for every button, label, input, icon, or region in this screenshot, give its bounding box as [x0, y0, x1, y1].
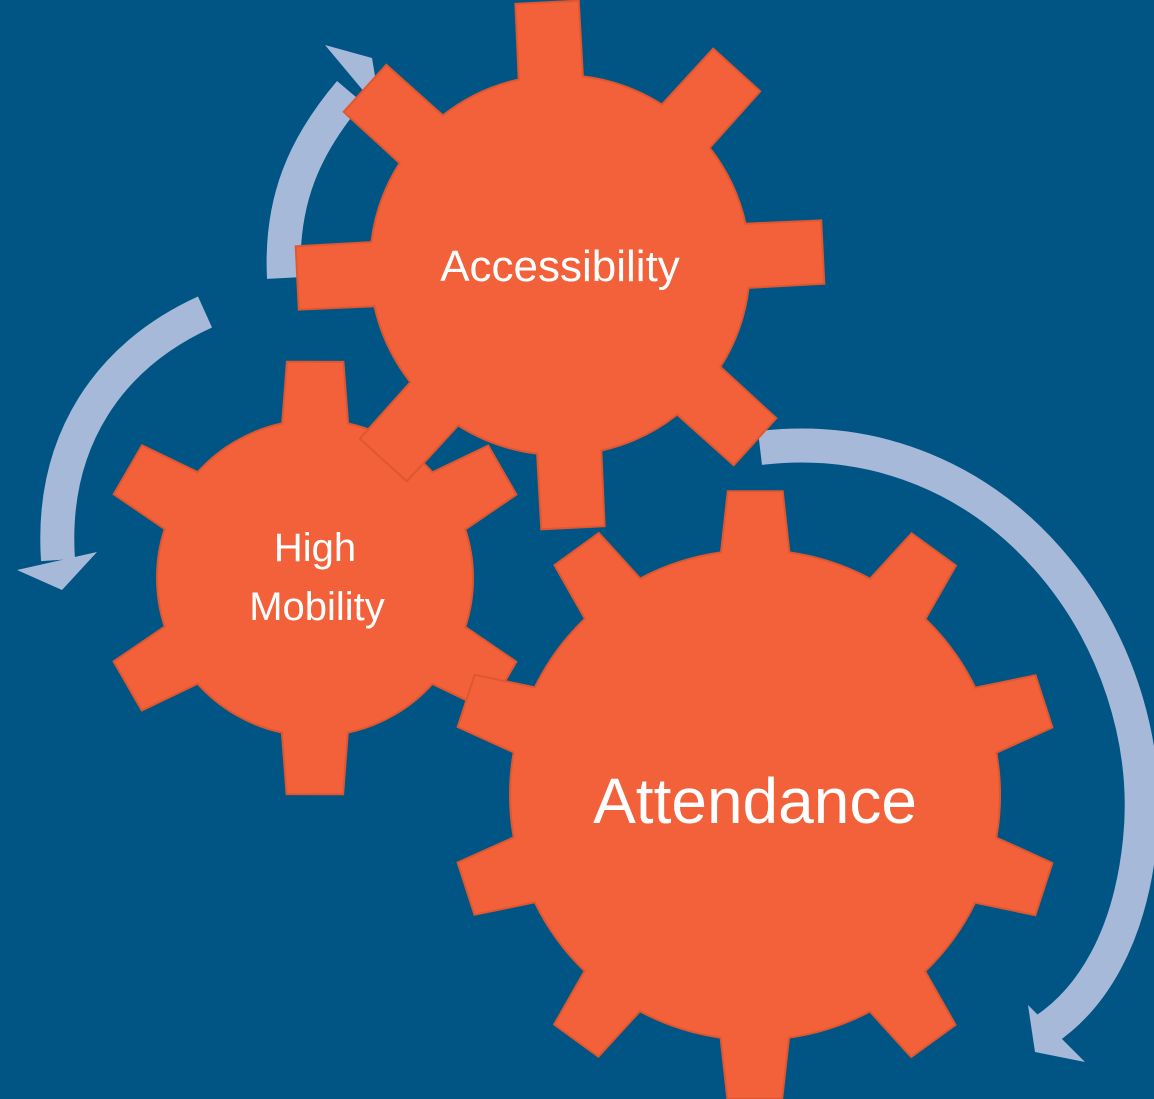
high-mobility-label-line1: High: [274, 526, 356, 570]
right-curved-arrow-head: [1028, 1005, 1085, 1062]
accessibility-label: Accessibility: [440, 242, 680, 291]
high-mobility-label-line2: Mobility: [249, 585, 385, 629]
left-curved-arrow-shaft: [40, 296, 213, 562]
attendance-gear: [456, 490, 1054, 1099]
attendance-label: Attendance: [593, 765, 917, 837]
arrows-layer: [17, 45, 1154, 1062]
left-curved-arrow: [17, 296, 213, 590]
left-curved-arrow-head: [17, 552, 97, 590]
top-curved-arrow-shaft: [266, 81, 364, 279]
right-curved-arrow-shaft: [758, 428, 1154, 1045]
right-curved-arrow: [758, 428, 1154, 1062]
labels-layer: Accessibility High Mobility Attendance: [249, 242, 917, 837]
accessibility-gear: [294, 0, 826, 531]
gears-layer: [112, 0, 1054, 1099]
